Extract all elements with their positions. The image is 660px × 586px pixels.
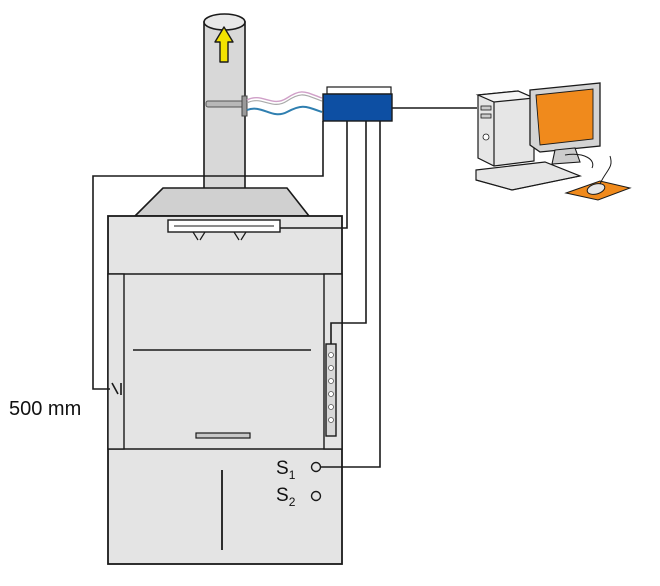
sensor-s2-label: S2 [276, 485, 295, 509]
height-label-500mm: 500 mm [9, 398, 82, 420]
monitor-screen [535, 88, 594, 146]
side-sensor-strip [325, 343, 337, 437]
desktop-computer-icon [475, 82, 632, 201]
sensor-s1-index: 1 [288, 467, 296, 482]
sensor-s2-index: 2 [288, 494, 296, 509]
wiring [92, 107, 477, 468]
arrow-up-icon [214, 26, 234, 63]
sensor-s1-letter: S [276, 458, 289, 479]
probe-cables [246, 91, 323, 116]
fume-hood-cabinet [107, 215, 343, 565]
sensor-s2-letter: S [276, 485, 289, 506]
hood-top [133, 187, 311, 217]
data-logger-box [322, 86, 393, 122]
sensor-s2-indicator [310, 490, 322, 502]
sensor-s1-indicator [310, 461, 322, 473]
top-sensor-bar [167, 219, 281, 241]
duct-probe [205, 95, 248, 117]
sensor-s1-label: S1 [276, 458, 295, 482]
